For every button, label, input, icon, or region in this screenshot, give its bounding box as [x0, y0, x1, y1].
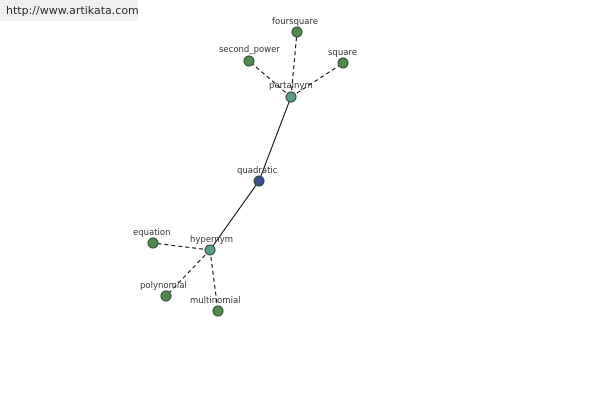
node-multinomial[interactable] — [212, 305, 224, 317]
label-equation: equation — [133, 228, 171, 238]
node-second_power[interactable] — [243, 55, 255, 67]
edge-pertainym-second_power — [248, 60, 292, 98]
node-equation[interactable] — [147, 237, 159, 249]
edge-hypernym-polynomial — [165, 249, 211, 297]
site-url-banner[interactable]: http://www.artikata.com — [0, 0, 138, 21]
node-foursquare[interactable] — [291, 26, 303, 38]
label-polynomial: polynomial — [140, 281, 187, 291]
labels-layer: quadratic pertainym hypernym foursquare seco… — [133, 17, 357, 306]
node-square[interactable] — [337, 57, 349, 69]
node-polynomial[interactable] — [160, 290, 172, 302]
label-hypernym: hypernym — [190, 235, 233, 245]
edge-hypernym-multinomial — [209, 249, 219, 312]
node-quadratic[interactable] — [253, 175, 265, 187]
edge-pertainym-foursquare — [290, 31, 298, 98]
label-square: square — [328, 48, 357, 58]
label-foursquare: foursquare — [272, 17, 318, 27]
edge-quadratic-pertainym — [258, 96, 292, 182]
node-hypernym[interactable] — [204, 244, 216, 256]
label-quadratic: quadratic — [237, 166, 278, 176]
edge-pertainym-square — [290, 62, 344, 98]
edge-quadratic-hypernym — [209, 180, 260, 251]
edge-hypernym-equation — [152, 242, 211, 251]
label-pertainym: pertainym — [269, 81, 313, 91]
node-pertainym[interactable] — [285, 91, 297, 103]
nodes-layer — [147, 26, 349, 317]
label-second_power: second_power — [219, 45, 280, 55]
label-multinomial: multinomial — [190, 296, 241, 306]
edges-layer — [152, 31, 344, 312]
